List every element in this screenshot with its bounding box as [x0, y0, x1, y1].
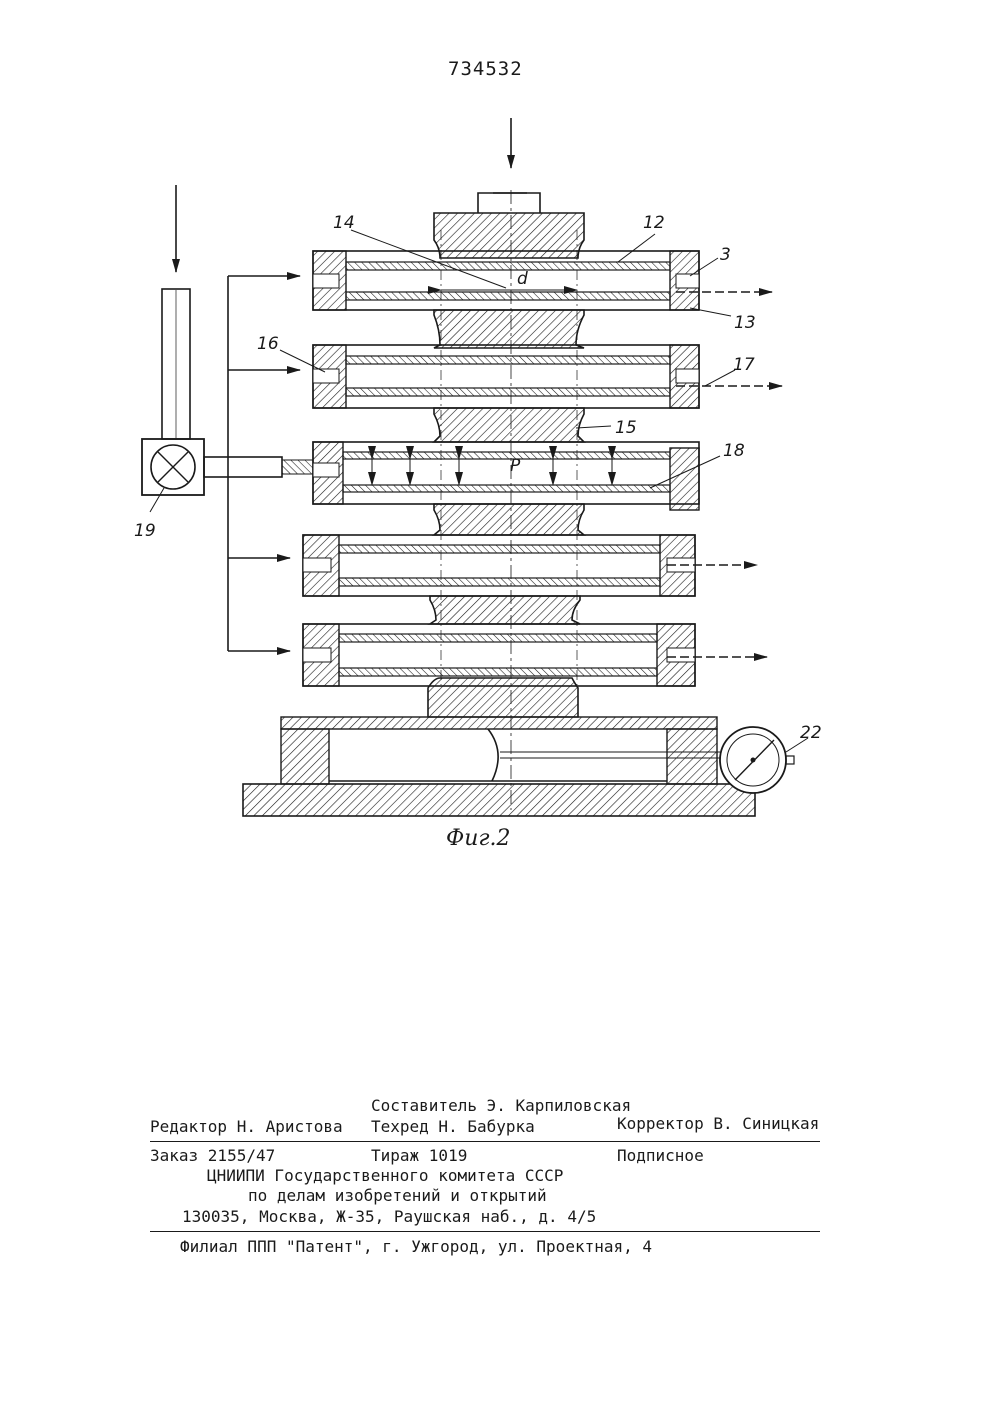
- label-d: d: [517, 269, 528, 289]
- editor: Редактор Н. Аристова: [150, 1117, 343, 1136]
- label-19: 19: [134, 521, 156, 541]
- label-3: 3: [720, 245, 731, 265]
- imprint-rule-top: [150, 1141, 820, 1142]
- label-12: 12: [643, 213, 665, 233]
- subscription: Подписное: [617, 1146, 704, 1165]
- label-18: 18: [723, 441, 745, 461]
- label-13: 13: [734, 313, 756, 333]
- bottom-pressure-block: [428, 678, 578, 717]
- address: 130035, Москва, Ж-35, Раушская наб., д. …: [182, 1207, 596, 1226]
- plunger: [478, 193, 540, 213]
- label-17: 17: [733, 355, 755, 375]
- compiler: Составитель Э. Карпиловская: [371, 1096, 631, 1115]
- label-15: 15: [615, 418, 637, 438]
- spacer-4: [430, 596, 580, 624]
- order-number: Заказ 2155/47: [150, 1146, 275, 1165]
- spacer-1: [434, 310, 584, 348]
- figure-caption: Фиг.2: [446, 826, 511, 851]
- org-line-1: ЦНИИПИ Государственного комитета СССР: [207, 1166, 563, 1185]
- org-line-2: по делам изобретений и открытий: [248, 1186, 547, 1205]
- spacer-2: [434, 408, 584, 442]
- techred: Техред Н. Бабурка: [371, 1117, 535, 1136]
- specimen-assembly-4: [303, 535, 695, 596]
- circulation: Тираж 1019: [371, 1146, 467, 1165]
- imprint-rule-bottom: [150, 1231, 820, 1232]
- specimen-assembly-5: [303, 624, 695, 686]
- label-p: P: [510, 456, 521, 476]
- spacer-3: [434, 504, 584, 535]
- label-14: 14: [333, 213, 355, 233]
- technical-drawing: 14 12 3 d 13 16 17 15 18 P 19 22: [0, 0, 1000, 860]
- specimen-assembly-3: [313, 442, 699, 510]
- dial-gauge: [720, 727, 794, 793]
- hydraulic-cylinder: [243, 717, 755, 816]
- branch-address: Филиал ППП "Патент", г. Ужгород, ул. Про…: [180, 1237, 652, 1256]
- corrector: Корректор В. Синицкая: [617, 1114, 819, 1133]
- specimen-assembly-2: [313, 345, 699, 408]
- specimen-assembly-1: [313, 251, 699, 310]
- label-16: 16: [257, 334, 279, 354]
- label-22: 22: [800, 723, 822, 743]
